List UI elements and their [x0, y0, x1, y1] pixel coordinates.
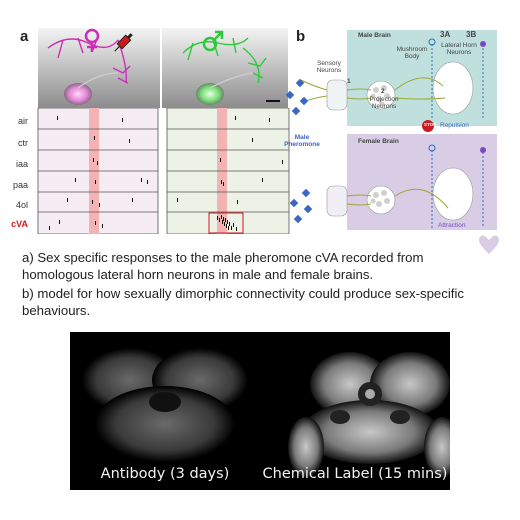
micrograph-strip: [70, 332, 460, 490]
stop-sign-icon: STOP: [424, 122, 437, 127]
caption-b: b) model for how sexually dimorphic conn…: [22, 286, 464, 318]
step-3b: 3B: [466, 30, 477, 39]
row-label-iaa: iaa: [15, 159, 28, 169]
male-symbol-icon: [200, 28, 226, 54]
sensory-neurons-label: Sensory Neurons: [316, 60, 342, 74]
micrograph-right-label: Chemical Label (15 mins): [262, 466, 448, 482]
step-2: 2: [381, 88, 385, 95]
row-label-paa: paa: [12, 180, 28, 190]
row-label-4ol: 4ol: [15, 200, 28, 210]
repulsion-label: Repulsion: [440, 122, 469, 129]
row-label-air: air: [17, 116, 28, 126]
micrograph-left-label: Antibody (3 days): [100, 466, 230, 482]
raster-plots: [37, 107, 291, 235]
panel-a-letter: a: [20, 28, 29, 45]
step-3a: 3A: [440, 30, 451, 39]
model-diagram: [283, 28, 515, 262]
attraction-label: Attraction: [438, 222, 466, 229]
male-brain-label: Male Brain: [358, 32, 391, 39]
male-pheromone-label: Male Pheromone: [284, 134, 320, 148]
female-brain-label: Female Brain: [358, 138, 399, 145]
caption-a: a) Sex specific responses to the male ph…: [22, 250, 424, 282]
syringe-icon: [110, 28, 140, 58]
panel-b-letter: b: [296, 28, 306, 45]
projection-neurons-label: Projection Neurons: [369, 96, 399, 110]
male-neuron: [182, 37, 267, 84]
row-label-ctr: ctr: [18, 138, 28, 148]
mushroom-body-label: Mushroom Body: [396, 46, 428, 60]
row-label-cva: cVA: [11, 219, 28, 229]
neuron-image: [38, 28, 288, 108]
lateral-horn-label: Lateral Horn Neurons: [441, 42, 477, 56]
female-symbol-icon: [80, 28, 104, 54]
step-1: 1: [347, 78, 351, 85]
